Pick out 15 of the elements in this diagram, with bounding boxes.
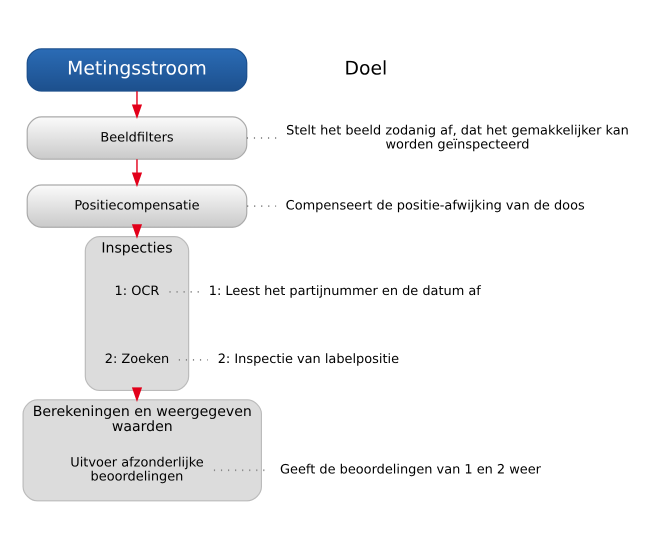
node-text: Geeft de beoordelingen van 1 en 2 weer: [280, 462, 540, 478]
node-box: Beeldfilters: [26, 116, 247, 160]
node-text: 2: Inspectie van labelpositie: [217, 352, 399, 368]
arrow: [131, 91, 142, 120]
node-text: Stelt het beeld zodanig af, dat het gemakkelijker kan worden geïnspecteerd: [286, 123, 628, 152]
node-text: 1: Leest het partijnummer en de datum af: [208, 284, 480, 300]
node-text: 2: Zoeken: [104, 352, 169, 368]
node-text: Compenseert de positie-afwijking van de doos: [285, 198, 584, 214]
node-box: Metingsstroom: [26, 48, 247, 92]
arrow: [131, 224, 142, 239]
label: Doel: [344, 58, 387, 80]
arrow: [131, 387, 142, 402]
arrow: [131, 159, 142, 188]
node-text: Uitvoer afzonderlijke beoordelingen: [70, 456, 204, 485]
node-text: 1: OCR: [114, 284, 159, 300]
